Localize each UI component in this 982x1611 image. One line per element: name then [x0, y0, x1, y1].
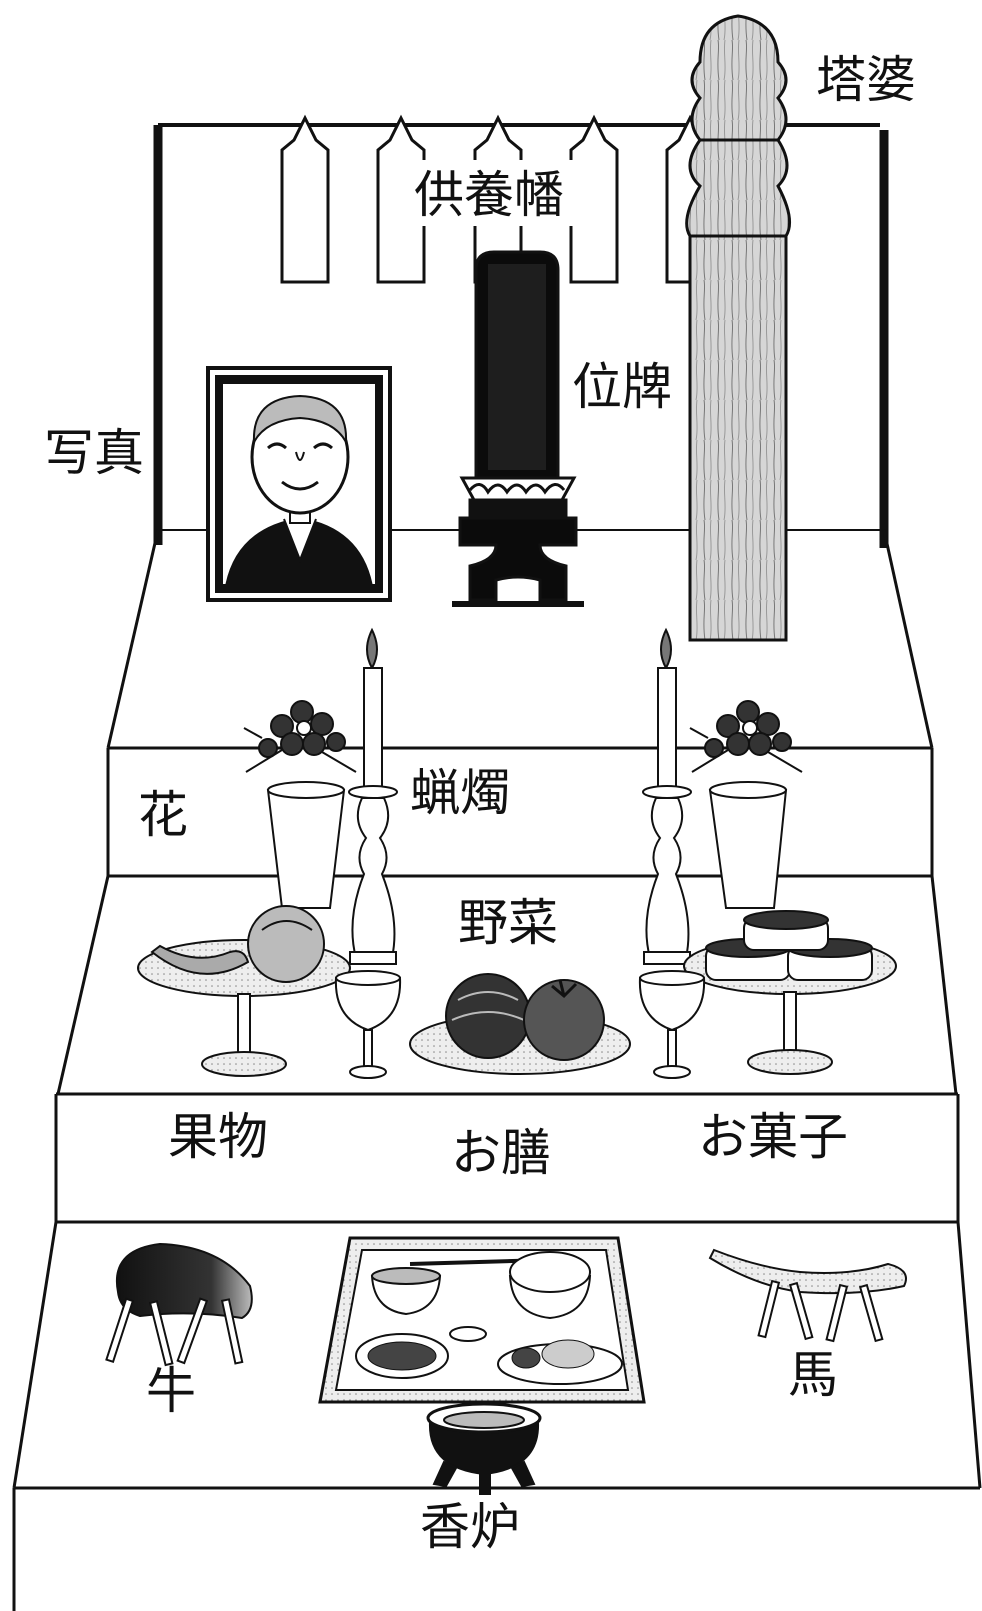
candle-right	[642, 627, 692, 965]
flower-left	[243, 700, 357, 909]
label-toba: 塔婆	[816, 51, 916, 109]
label-ihai: 位牌	[572, 358, 672, 416]
label-okashi: お菓子	[698, 1108, 848, 1166]
label-kuyo-ban: 供養幡	[414, 166, 564, 224]
label-uma: 馬	[788, 1346, 838, 1404]
label-hana: 花	[138, 786, 188, 844]
flower-right	[689, 700, 803, 909]
incense-burner	[426, 1402, 542, 1495]
toba-stupa	[685, 14, 792, 642]
label-ushi: 牛	[146, 1362, 196, 1420]
label-rosoku: 蝋燭	[410, 764, 510, 822]
sweets-stand	[683, 910, 897, 1075]
altar-tiers	[12, 529, 982, 1611]
ihai-tablet	[452, 250, 584, 607]
ozen-tray	[318, 1236, 646, 1404]
label-koro: 香炉	[420, 1498, 520, 1556]
label-kudamono: 果物	[168, 1108, 268, 1166]
kuyo-banners	[280, 114, 715, 284]
banner-label-backing	[410, 160, 610, 226]
candle-left	[348, 627, 398, 965]
eggplant-cow	[105, 1242, 253, 1367]
offering-cups	[334, 970, 706, 1079]
memorial-photo	[206, 366, 392, 602]
vegetable-plate	[409, 973, 631, 1075]
label-ozen: お膳	[451, 1124, 551, 1182]
label-shashin: 写真	[44, 424, 144, 482]
cucumber-horse	[708, 1248, 907, 1343]
label-yasai: 野菜	[458, 894, 558, 952]
fruit-stand	[137, 905, 351, 1077]
